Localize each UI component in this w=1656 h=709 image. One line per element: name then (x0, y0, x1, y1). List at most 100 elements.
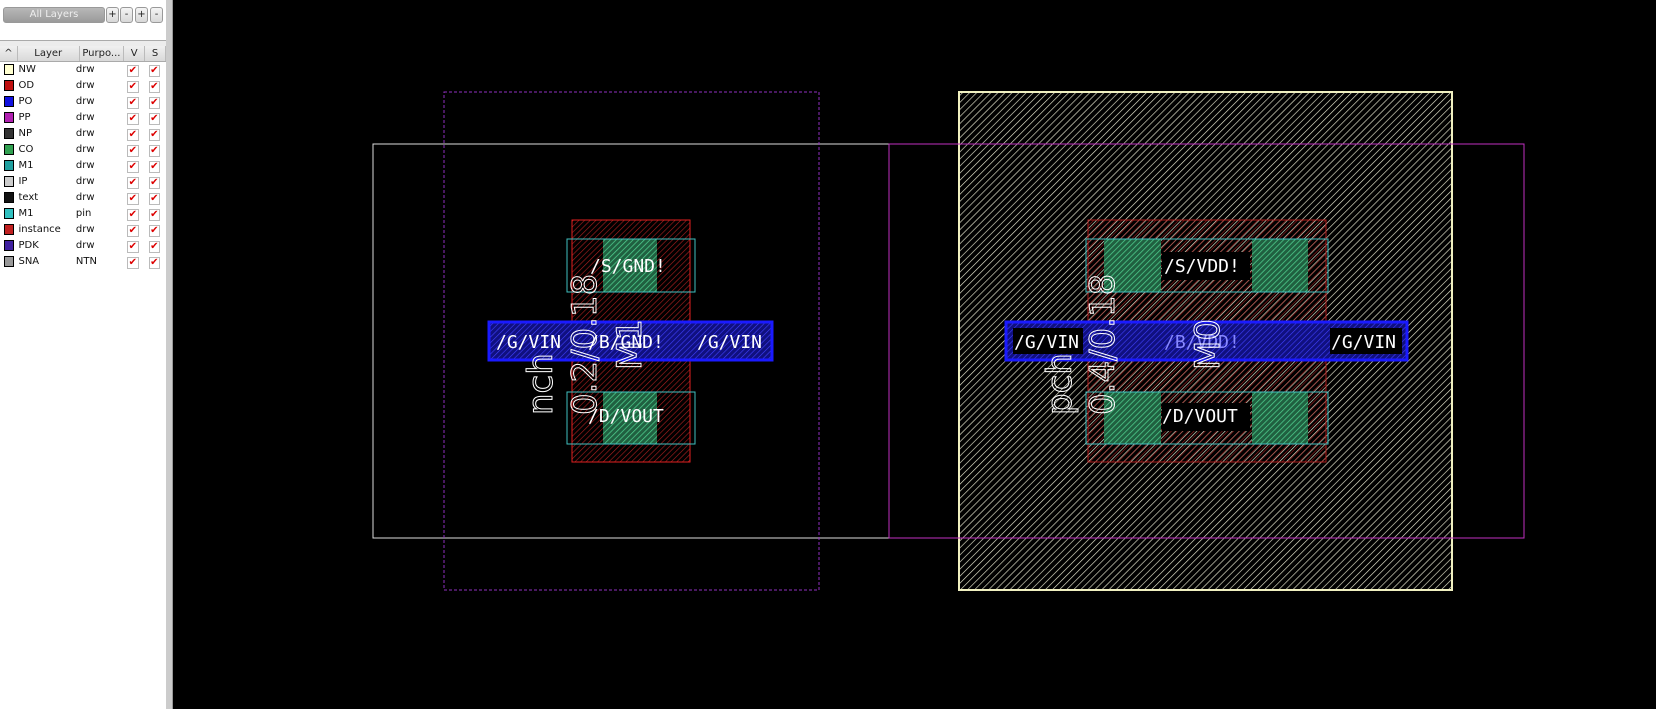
m1-source (1085, 238, 1329, 293)
layer-name: NW (18, 64, 36, 75)
layer-purpose: drw (75, 144, 95, 155)
layer-purpose: pin (75, 208, 92, 219)
selectable-checkbox[interactable]: ✔ (148, 113, 160, 125)
layer-row[interactable]: IP drw ✔ ✔ (0, 174, 166, 190)
visible-checkbox[interactable]: ✔ (127, 129, 139, 141)
label-source: /S/GND! (590, 256, 666, 277)
label-gate-right: /G/VIN (1331, 332, 1396, 353)
instance-name: M1 (610, 319, 650, 370)
selectable-checkbox[interactable]: ✔ (148, 209, 160, 221)
layer-name: M1 (18, 208, 34, 219)
selectable-checkbox[interactable]: ✔ (148, 161, 160, 173)
layer-row[interactable]: PP drw ✔ ✔ (0, 110, 166, 126)
scrollbar[interactable] (166, 0, 172, 709)
layer-swatch-icon (4, 144, 15, 155)
layer-column[interactable]: Layer (18, 46, 80, 61)
selectable-checkbox[interactable]: ✔ (148, 129, 160, 141)
layer-palette: All Layers + - + - ^ Layer Purpo... V S … (0, 0, 173, 709)
m1-drain (1085, 391, 1329, 445)
m1-source (566, 238, 696, 293)
layer-name: PDK (18, 240, 39, 251)
layer-name: OD (18, 80, 35, 91)
layer-swatch-icon (4, 224, 15, 235)
device-size: 0.4/0.18 (1083, 274, 1123, 415)
add-button-2[interactable]: + (135, 7, 148, 23)
layer-filter-area: All Layers + - + - (0, 0, 166, 41)
layer-row[interactable]: M1 drw ✔ ✔ (0, 158, 166, 174)
device-type: pch (1040, 353, 1080, 415)
nmos-instance[interactable]: /S/GND! /B/GND! /D/VOUT /G/VIN /G/VIN nc… (372, 91, 890, 591)
remove-button[interactable]: - (120, 7, 133, 23)
layer-name: instance (18, 224, 61, 235)
layer-row[interactable]: NW drw ✔ ✔ (0, 62, 166, 78)
contact (1252, 239, 1308, 292)
selectable-checkbox[interactable]: ✔ (148, 257, 160, 269)
selectable-column[interactable]: S (145, 46, 166, 61)
selectable-checkbox[interactable]: ✔ (148, 193, 160, 205)
add-button[interactable]: + (106, 7, 119, 23)
layer-row[interactable]: SNA NTN ✔ ✔ (0, 254, 166, 270)
label-drain: /D/VOUT (588, 406, 664, 427)
visible-checkbox[interactable]: ✔ (127, 65, 139, 77)
layer-purpose: drw (75, 96, 95, 107)
contact (603, 392, 657, 444)
visible-checkbox[interactable]: ✔ (127, 241, 139, 253)
layer-swatch-icon (4, 128, 15, 139)
contact (1104, 392, 1161, 444)
visible-checkbox[interactable]: ✔ (127, 209, 139, 221)
layer-row[interactable]: instance drw ✔ ✔ (0, 222, 166, 238)
visible-checkbox[interactable]: ✔ (127, 177, 139, 189)
visible-checkbox[interactable]: ✔ (127, 113, 139, 125)
layer-row[interactable]: M1 pin ✔ ✔ (0, 206, 166, 222)
selectable-checkbox[interactable]: ✔ (148, 81, 160, 93)
sort-column[interactable]: ^ (0, 46, 18, 61)
label-gate-left: /G/VIN (496, 332, 561, 353)
pmos-instance[interactable]: /S/VDD! /B/VDD! /D/VOUT /G/VIN /G/VIN pc… (888, 91, 1525, 591)
layer-row[interactable]: text drw ✔ ✔ (0, 190, 166, 206)
visible-column[interactable]: V (124, 46, 146, 61)
label-bulk: /B/VDD! (1164, 332, 1240, 353)
layer-name: PO (18, 96, 33, 107)
layer-row[interactable]: PDK drw ✔ ✔ (0, 238, 166, 254)
label-drain: /D/VOUT (1162, 406, 1238, 427)
visible-checkbox[interactable]: ✔ (127, 257, 139, 269)
layout-canvas[interactable]: /S/GND! /B/GND! /D/VOUT /G/VIN /G/VIN nc… (172, 0, 1656, 709)
layer-row[interactable]: CO drw ✔ ✔ (0, 142, 166, 158)
visible-checkbox[interactable]: ✔ (127, 161, 139, 173)
layer-name: CO (18, 144, 34, 155)
np-implant (443, 91, 820, 591)
selectable-checkbox[interactable]: ✔ (148, 225, 160, 237)
table-header: ^ Layer Purpo... V S (0, 46, 166, 62)
layer-name: text (18, 192, 39, 203)
layer-row[interactable]: OD drw ✔ ✔ (0, 78, 166, 94)
selectable-checkbox[interactable]: ✔ (148, 177, 160, 189)
selectable-checkbox[interactable]: ✔ (148, 97, 160, 109)
selectable-checkbox[interactable]: ✔ (148, 241, 160, 253)
pp-implant (888, 143, 1525, 539)
layer-swatch-icon (4, 256, 15, 267)
label-gate-left: /G/VIN (1014, 332, 1079, 353)
layer-row[interactable]: PO drw ✔ ✔ (0, 94, 166, 110)
layer-table: ^ Layer Purpo... V S NW drw ✔ ✔ OD drw ✔… (0, 46, 166, 709)
layer-swatch-icon (4, 160, 15, 171)
poly-gate (487, 320, 774, 362)
visible-checkbox[interactable]: ✔ (127, 193, 139, 205)
contact (1252, 392, 1308, 444)
layer-row[interactable]: NP drw ✔ ✔ (0, 126, 166, 142)
visible-checkbox[interactable]: ✔ (127, 225, 139, 237)
purpose-column[interactable]: Purpo... (80, 46, 125, 61)
layer-purpose: drw (75, 64, 95, 75)
label-bulk: /B/GND! (588, 332, 664, 353)
layer-purpose: drw (75, 176, 95, 187)
layer-purpose: drw (75, 112, 95, 123)
all-layers-button[interactable]: All Layers (3, 7, 105, 23)
selectable-checkbox[interactable]: ✔ (148, 145, 160, 157)
visible-checkbox[interactable]: ✔ (127, 97, 139, 109)
m1-drain (566, 391, 696, 445)
visible-checkbox[interactable]: ✔ (127, 145, 139, 157)
visible-checkbox[interactable]: ✔ (127, 81, 139, 93)
layer-swatch-icon (4, 80, 15, 91)
remove-button-2[interactable]: - (150, 7, 163, 23)
layer-swatch-icon (4, 112, 15, 123)
selectable-checkbox[interactable]: ✔ (148, 65, 160, 77)
